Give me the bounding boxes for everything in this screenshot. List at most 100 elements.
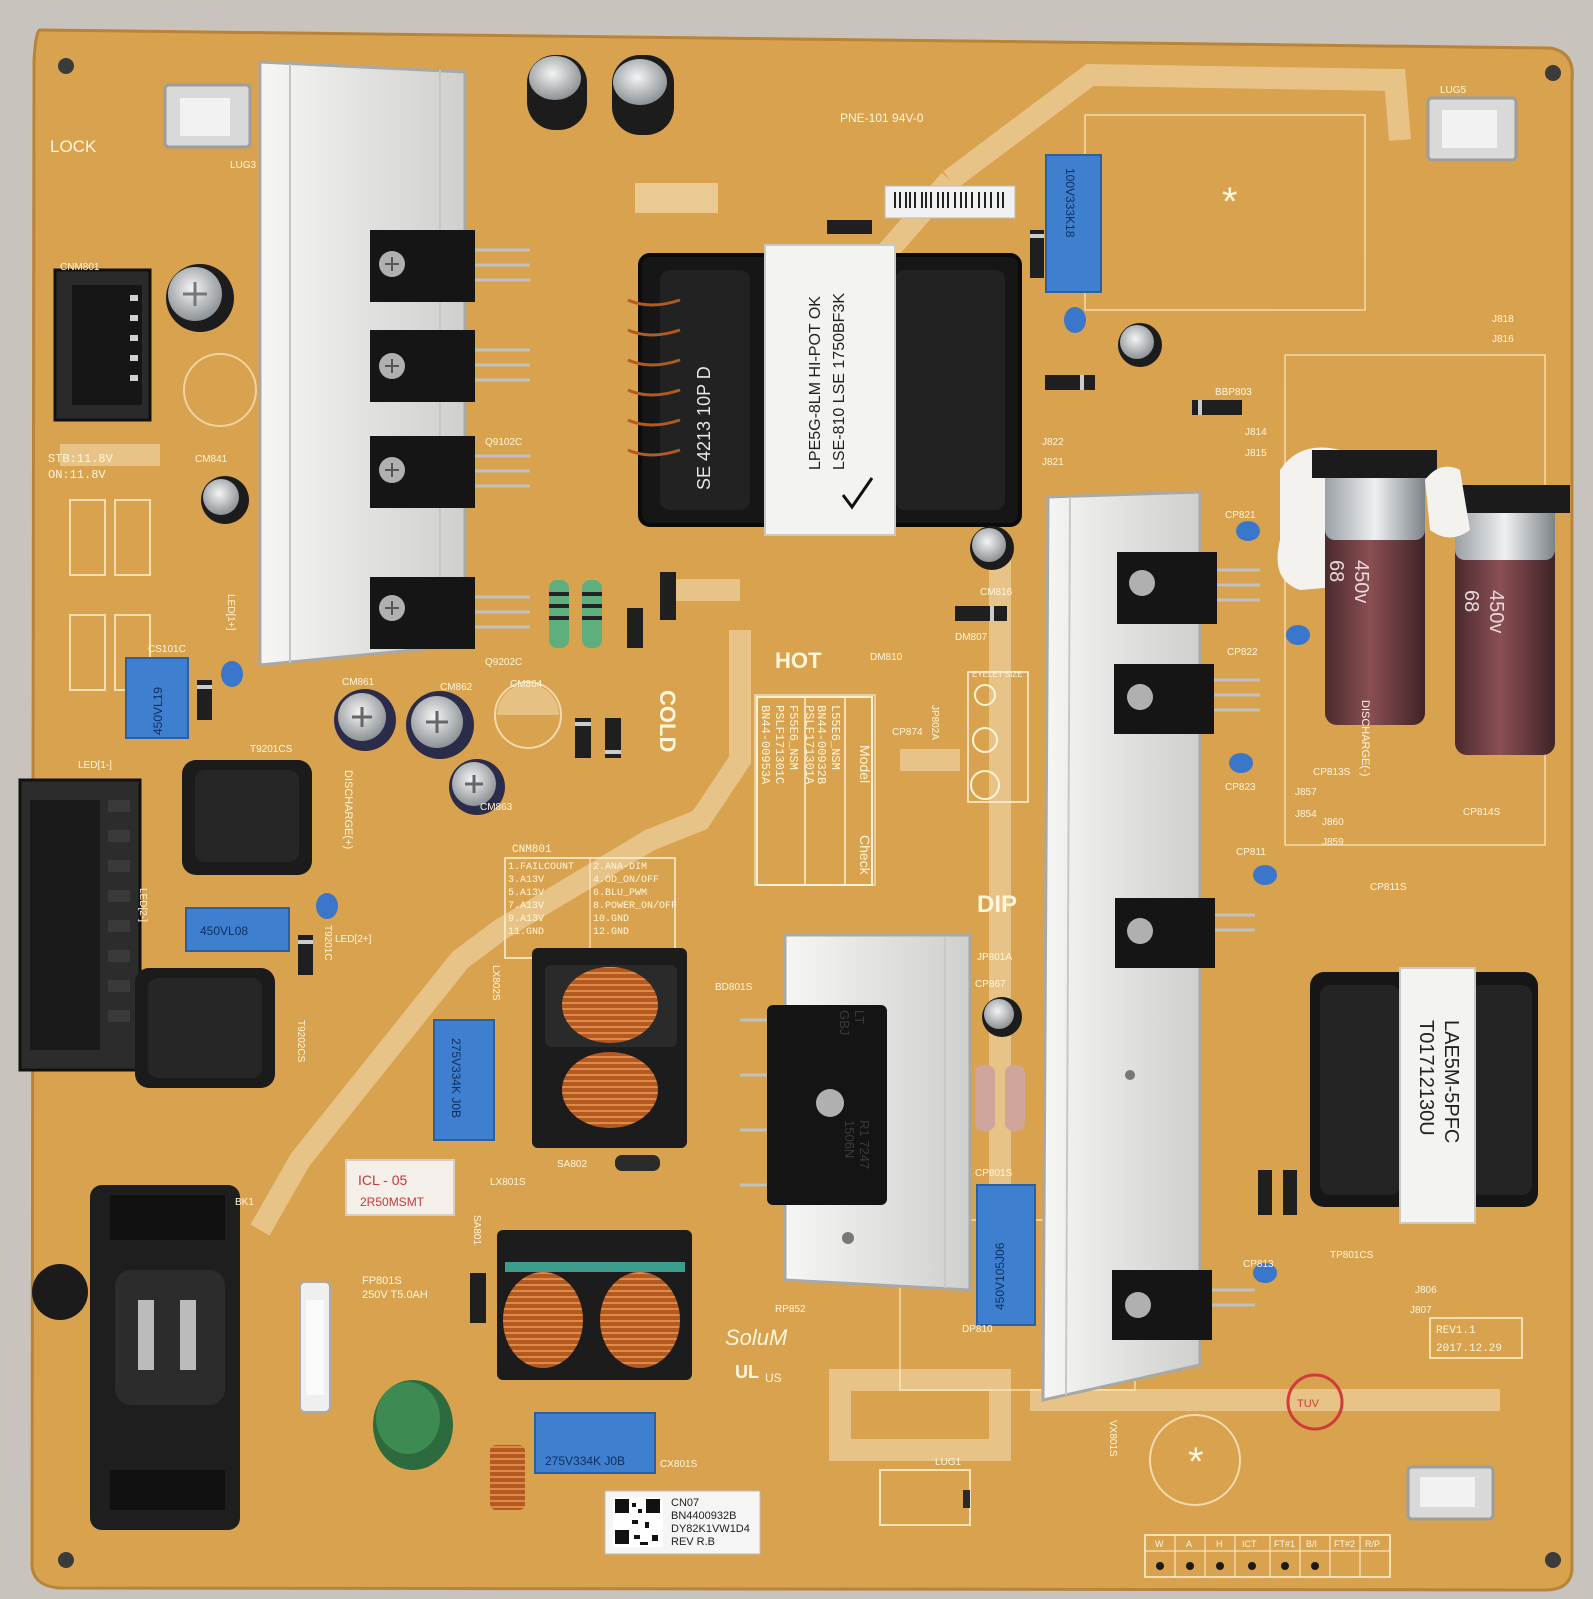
svg-text:LED[2+]: LED[2+]	[335, 934, 372, 945]
svg-text:100V333K18: 100V333K18	[1063, 168, 1077, 238]
svg-text:CM864: CM864	[510, 679, 543, 690]
connector-led	[18, 778, 142, 1072]
cold-label: COLD	[655, 690, 680, 752]
svg-text:DP810: DP810	[962, 1324, 993, 1335]
eyelet-size-box	[967, 671, 1029, 803]
svg-text:A: A	[1186, 1539, 1192, 1549]
resistors-green	[549, 580, 602, 648]
svg-text:CM816: CM816	[980, 587, 1013, 598]
svg-text:68: 68	[1325, 560, 1347, 582]
svg-text:5.A13V: 5.A13V	[508, 888, 544, 899]
tuv-stamp: TUV	[1286, 1373, 1344, 1431]
svg-text:J860: J860	[1322, 817, 1344, 828]
film-cap-stby2: 450VL19	[125, 657, 189, 739]
silk-box	[635, 183, 718, 213]
svg-text:CNM801: CNM801	[512, 844, 552, 856]
pin-table: CNM801 1.FAILCOUNT 2.ANA-DIM 3.A13V 4.OD…	[504, 844, 677, 959]
svg-text:DY82K1VW1D4: DY82K1VW1D4	[671, 1523, 750, 1535]
svg-text:GBJ: GBJ	[837, 1010, 852, 1035]
svg-text:F55E6_NSM: F55E6_NSM	[786, 705, 800, 770]
svg-text:CNM801: CNM801	[60, 262, 100, 273]
svg-text:LSE-810 LSE 1750BF3K: LSE-810 LSE 1750BF3K	[831, 293, 848, 470]
lug-3	[163, 83, 252, 149]
svg-text:7.A13V: 7.A13V	[508, 901, 544, 912]
svg-text:J857: J857	[1295, 787, 1317, 798]
svg-text:CS101C: CS101C	[148, 644, 186, 655]
svg-text:6.BLU_PWM: 6.BLU_PWM	[593, 888, 647, 899]
svg-text:CN07: CN07	[671, 1497, 699, 1509]
svg-text:1.FAILCOUNT: 1.FAILCOUNT	[508, 862, 574, 873]
choke-lx801s	[497, 1230, 692, 1380]
svg-text:DM807: DM807	[955, 632, 988, 643]
barcode-sticker	[884, 185, 1016, 219]
svg-text:CM841: CM841	[195, 454, 228, 465]
svg-text:VX801S: VX801S	[1107, 1420, 1118, 1457]
cap-outline-silk	[183, 353, 257, 427]
svg-text:LED[2-]: LED[2-]	[137, 888, 148, 922]
dip-label: DIP	[977, 891, 1017, 918]
bulk-cap-2: 450v 68	[1425, 466, 1570, 755]
svg-text:ICT: ICT	[1242, 1539, 1257, 1549]
on-label: ON:11.8V	[48, 468, 106, 482]
cap-cm844	[527, 55, 587, 130]
bulk-cap-1: 450v 68	[1277, 447, 1437, 725]
svg-text:B/I: B/I	[1306, 1539, 1317, 1549]
svg-text:RP852: RP852	[775, 1304, 806, 1315]
svg-text:LX802S: LX802S	[490, 965, 501, 1001]
svg-text:CM861: CM861	[342, 677, 375, 688]
icl-thermistor: ICL - 05 2R50MSMT	[345, 1159, 455, 1216]
svg-text:REV1.1: REV1.1	[1436, 1325, 1476, 1337]
svg-text:L55E6_NSM: L55E6_NSM	[828, 705, 842, 770]
svg-text:CM862: CM862	[440, 682, 473, 693]
svg-text:9.A13V: 9.A13V	[508, 914, 544, 925]
svg-text:450V105J06: 450V105J06	[993, 1242, 1007, 1310]
choke-lx802s	[532, 948, 687, 1148]
svg-text:2.ANA-DIM: 2.ANA-DIM	[593, 862, 647, 873]
lug1-pin	[963, 1490, 970, 1508]
svg-text:450v: 450v	[1350, 560, 1372, 603]
svg-text:SA801: SA801	[471, 1215, 482, 1245]
svg-text:450v: 450v	[1485, 590, 1507, 633]
svg-text:J818: J818	[1492, 314, 1514, 325]
svg-text:LED[1+]: LED[1+]	[225, 594, 236, 631]
svg-text:8.POWER_ON/OFF: 8.POWER_ON/OFF	[593, 900, 677, 912]
fuse	[299, 1281, 331, 1413]
svg-text:BBP803: BBP803	[1215, 387, 1252, 398]
svg-text:275V334K J0B: 275V334K J0B	[449, 1038, 463, 1118]
svg-text:CP811S: CP811S	[1370, 882, 1407, 893]
svg-text:2R50MSMT: 2R50MSMT	[360, 1195, 425, 1209]
svg-text:CP823: CP823	[1225, 782, 1256, 793]
svg-text:12.GND: 12.GND	[593, 927, 629, 938]
diodes	[197, 220, 1297, 1323]
svg-text:CX801S: CX801S	[660, 1459, 698, 1470]
test-point-table: W A H ICT FT#1 B/I FT#2 R/P	[1144, 1534, 1391, 1578]
svg-text:CM863: CM863	[480, 802, 513, 813]
svg-text:BN44-00953A: BN44-00953A	[758, 705, 772, 785]
svg-text:PSLF171301A: PSLF171301A	[802, 705, 816, 785]
svg-text:450VL19: 450VL19	[151, 687, 165, 735]
label-sticker: CN07 BN4400932B DY82K1VW1D4 REV R.B	[604, 1490, 761, 1555]
lug-5-bottom	[1406, 1465, 1495, 1521]
ceramic-caps	[221, 307, 1310, 1283]
svg-text:CP801S: CP801S	[975, 1168, 1013, 1179]
svg-text:JP801A: JP801A	[977, 952, 1012, 963]
svg-text:J806: J806	[1415, 1285, 1437, 1296]
svg-text:BN44-00932B: BN44-00932B	[814, 705, 828, 784]
film-cap-stby: 450VL08	[185, 907, 290, 952]
svg-text:J815: J815	[1245, 448, 1267, 459]
svg-text:DISCHARGE(+): DISCHARGE(+)	[342, 770, 354, 849]
svg-text:J816: J816	[1492, 334, 1514, 345]
designator-labels: CNM801 CM841 CS101C LED[1+] LED[1-] LED[…	[60, 85, 1514, 1470]
svg-text:CP811: CP811	[1236, 847, 1266, 858]
svg-text:W: W	[1155, 1539, 1164, 1549]
surge-arrester	[615, 1155, 660, 1171]
cert-ul: UL	[735, 1362, 759, 1382]
svg-text:R/P: R/P	[1365, 1539, 1380, 1549]
mosfets-left	[370, 230, 530, 649]
svg-text:LUG3: LUG3	[230, 160, 257, 171]
svg-text:BN4400932B: BN4400932B	[671, 1510, 736, 1522]
svg-text:3.A13V: 3.A13V	[508, 875, 544, 886]
mosfets-right	[1112, 552, 1260, 1340]
cap-cm842	[201, 476, 249, 524]
